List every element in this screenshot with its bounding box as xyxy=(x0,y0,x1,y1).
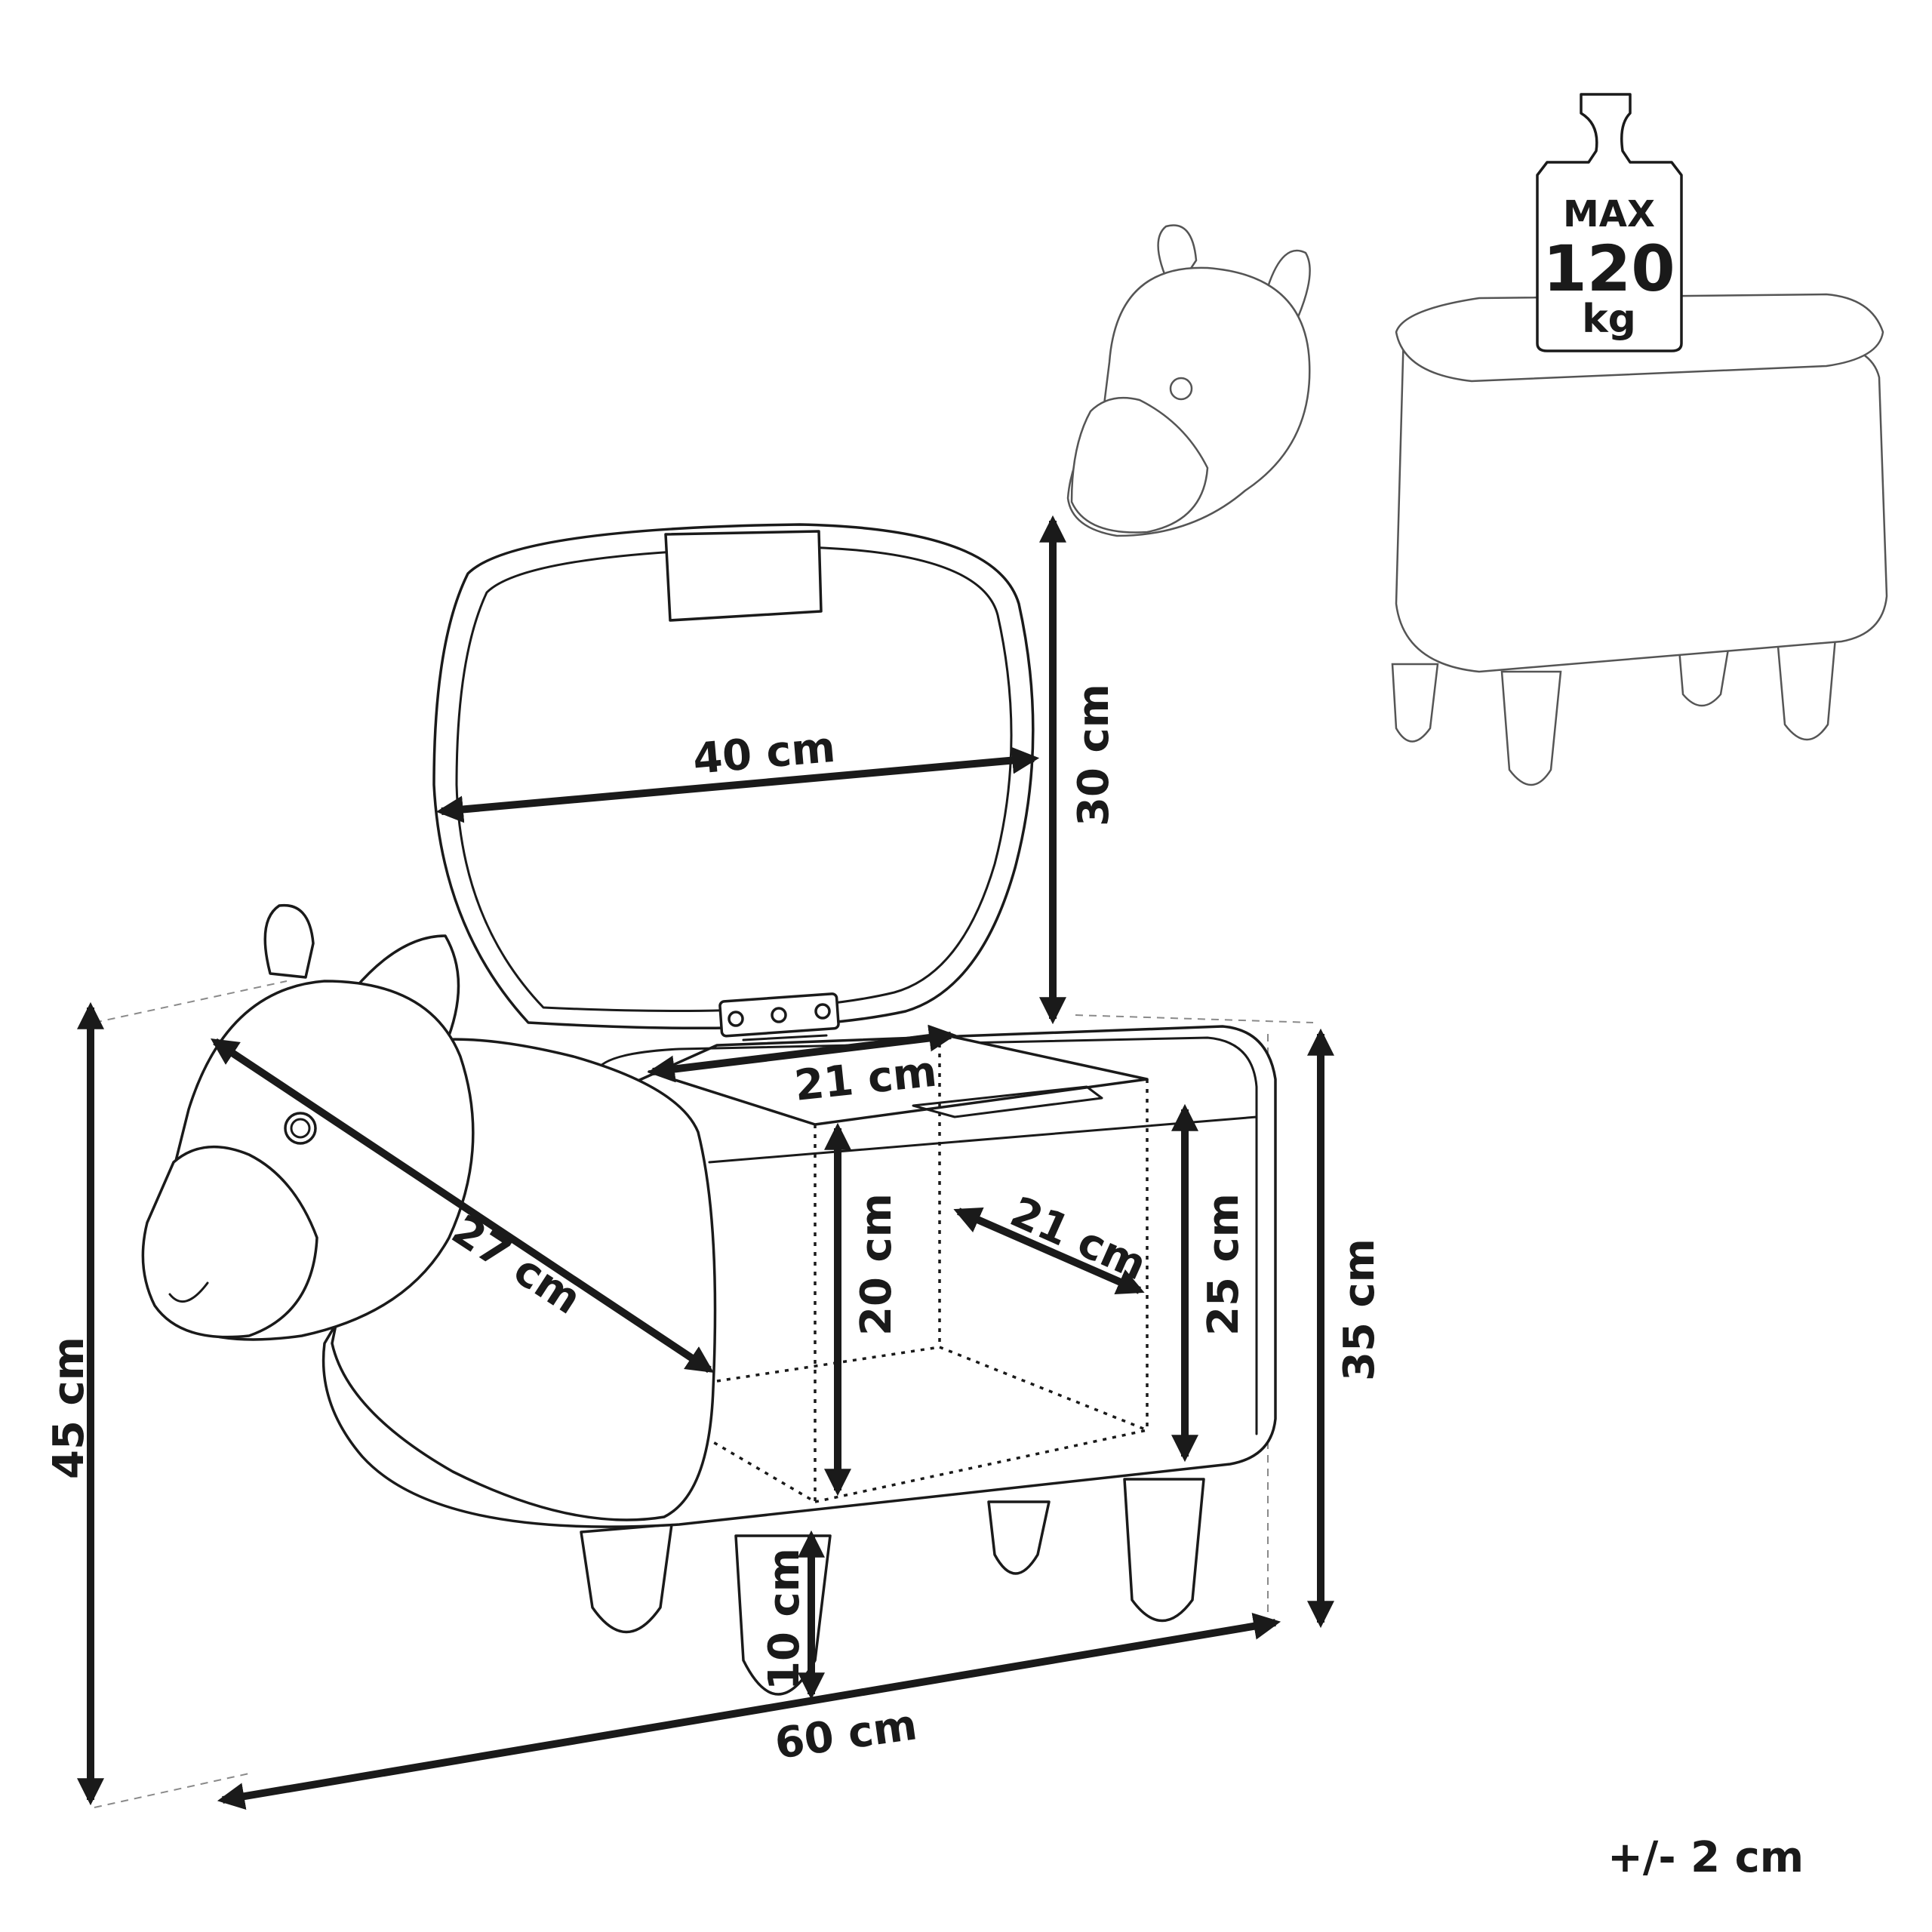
animal-mouth xyxy=(168,1281,209,1303)
label-seat-height: 35 cm xyxy=(1335,1238,1384,1381)
weight-max-label: MAX xyxy=(1563,193,1655,235)
arrow-icon xyxy=(435,746,1040,823)
weight-unit: kg xyxy=(1582,297,1636,342)
dimension-arrows xyxy=(77,515,1334,1810)
storage-compartment xyxy=(705,1034,1149,1503)
label-total-length: 60 cm xyxy=(772,1700,920,1769)
lid-label-patch xyxy=(664,530,823,622)
weight-icon: MAX 120 kg xyxy=(1536,93,1683,352)
arrow-icon xyxy=(211,1038,714,1374)
animal-eye xyxy=(284,1112,317,1145)
label-storage-height: 20 cm xyxy=(852,1193,901,1336)
label-body-height: 25 cm xyxy=(1199,1193,1248,1336)
label-lid-height: 30 cm xyxy=(1069,684,1118,826)
arrow-icon xyxy=(953,1208,1145,1294)
ear xyxy=(263,903,315,979)
guide-line xyxy=(1075,1014,1314,1023)
leg xyxy=(987,1500,1051,1575)
main-animal-stool xyxy=(94,523,1314,1808)
tolerance-note: +/- 2 cm xyxy=(1607,1833,1804,1882)
leg xyxy=(580,1523,673,1634)
preview-leg xyxy=(1678,648,1730,707)
guide-line xyxy=(94,980,288,1023)
label-total-height: 45 cm xyxy=(45,1337,94,1479)
preview-leg xyxy=(1776,636,1837,741)
preview-leg xyxy=(1500,670,1562,786)
arrow-icon xyxy=(217,1613,1281,1810)
preview-eye xyxy=(1169,377,1193,401)
preview-muzzle xyxy=(1070,396,1209,534)
seam-line xyxy=(708,1115,1258,1164)
preview-ear xyxy=(1266,249,1311,319)
hinge-icon xyxy=(718,992,840,1041)
leg xyxy=(1123,1478,1205,1623)
preview-leg xyxy=(1391,663,1439,743)
label-leg-height: 10 cm xyxy=(760,1548,809,1690)
preview-animal-stool: MAX 120 kg xyxy=(1066,93,1888,786)
weight-value: 120 xyxy=(1543,232,1675,306)
